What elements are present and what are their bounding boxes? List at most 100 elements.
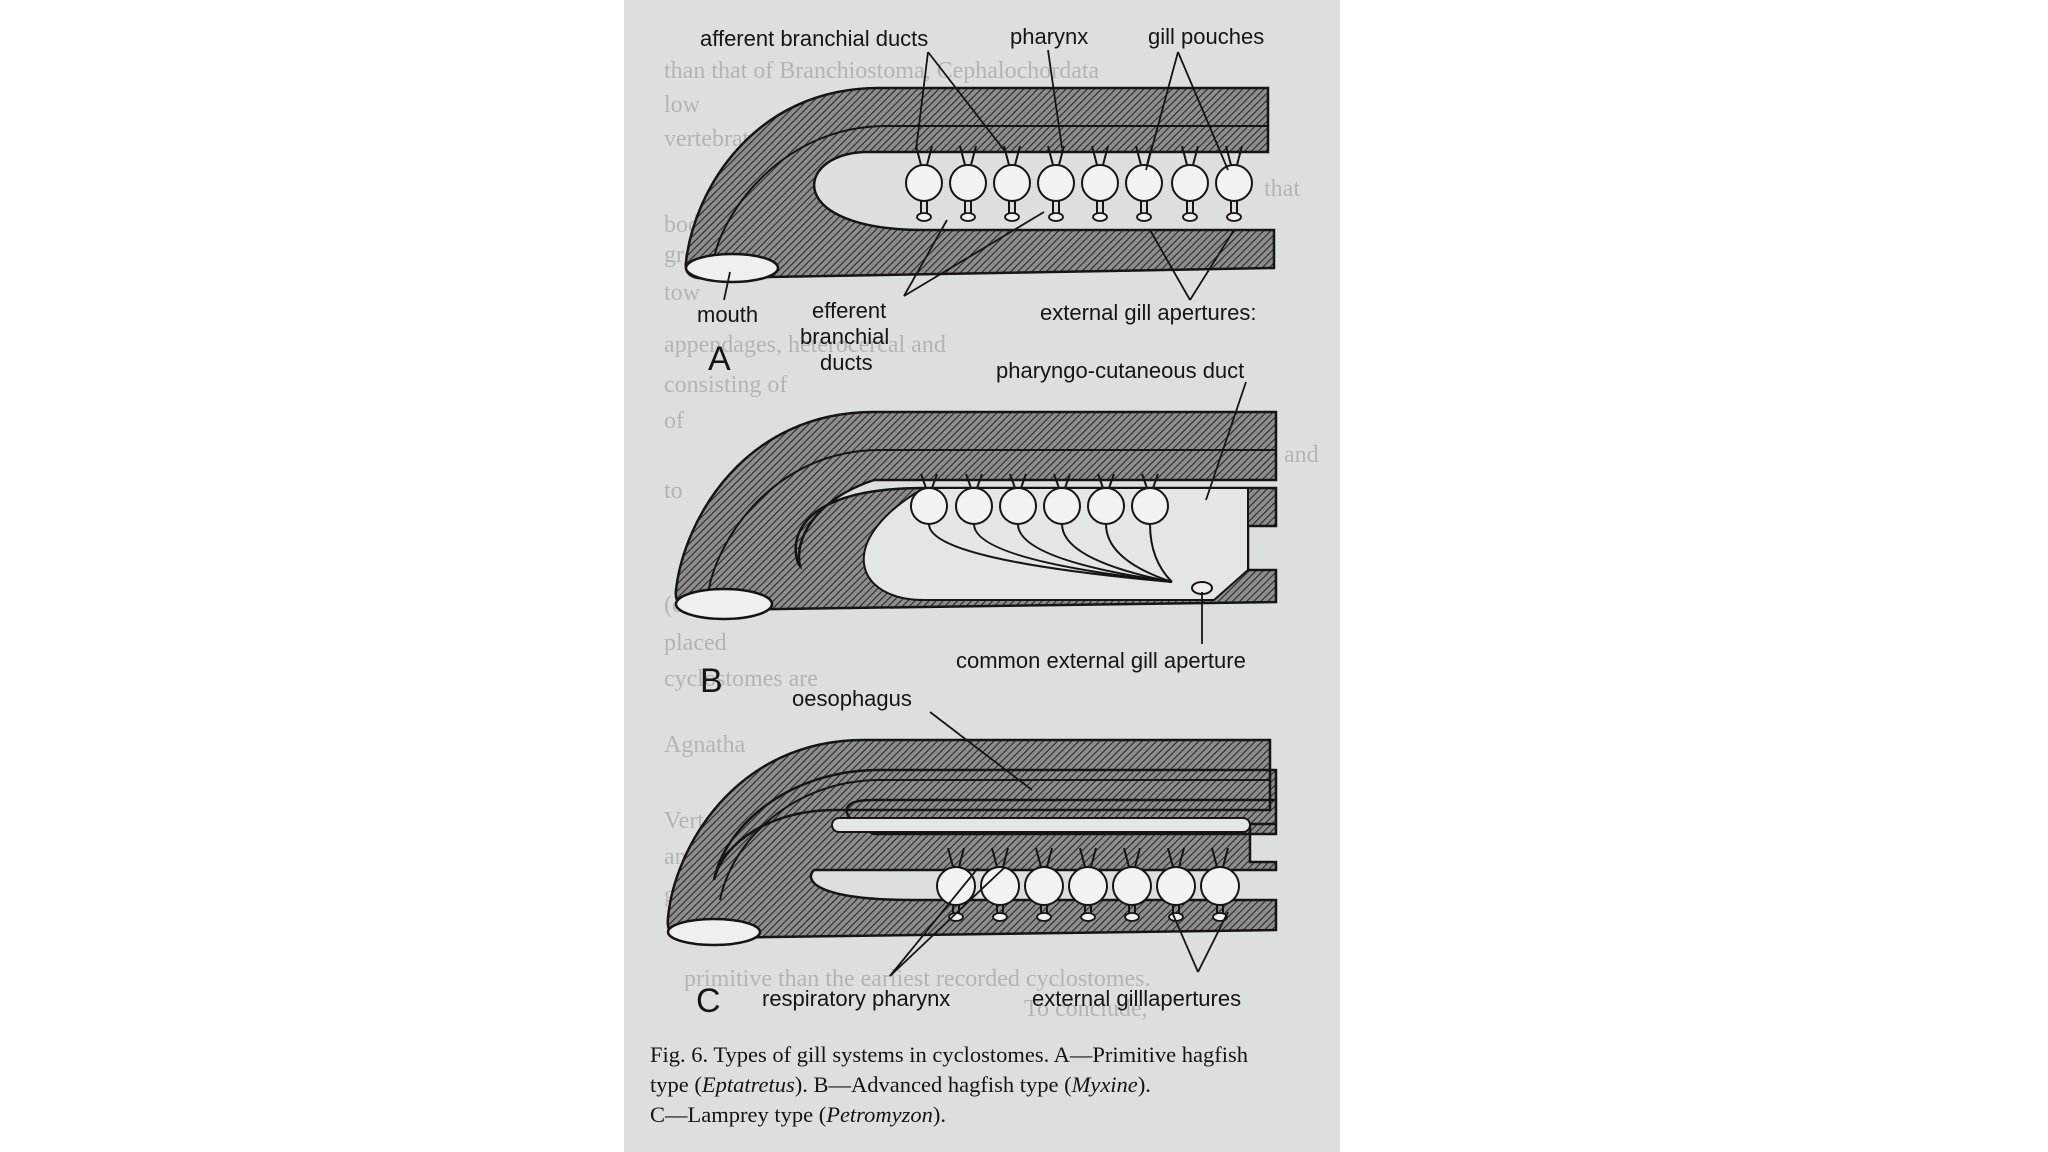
panel-letter-a: A: [708, 340, 731, 378]
bg-line: low: [664, 92, 701, 118]
gill-aperture: [960, 212, 976, 222]
bg-line: to: [664, 478, 683, 504]
bg-line: cyclostomes are: [664, 666, 818, 692]
gill-aperture: [992, 912, 1008, 922]
afferent-duct: [1167, 847, 1185, 868]
gill-pouch: [1068, 847, 1108, 922]
afferent-duct: [991, 847, 1009, 868]
pouch-sac: [949, 164, 987, 202]
afferent-duct: [1003, 145, 1021, 166]
pouch-sac: [1112, 866, 1152, 906]
panel-c-body-wall: [666, 738, 1278, 940]
pouch-sac: [1037, 164, 1075, 202]
label-ducts: ducts: [820, 350, 873, 375]
bg-line: that: [1264, 176, 1300, 202]
gill-pouch: [1112, 847, 1152, 922]
figure-caption: Fig. 6. Types of gill systems in cyclost…: [650, 1040, 1330, 1130]
pouch-sac: [1068, 866, 1108, 906]
caption-text: ).: [1137, 1072, 1151, 1097]
efferent-duct: [1052, 201, 1060, 214]
pouch-sac: [1156, 866, 1196, 906]
label-efferent: efferent: [812, 298, 886, 323]
gill-aperture: [1124, 912, 1140, 922]
pouch-sac: [1200, 866, 1240, 906]
caption-text: ).: [932, 1102, 946, 1127]
book-page: than that of Branchiostoma, Cephalochord…: [624, 0, 1340, 1152]
afferent-duct: [1091, 145, 1109, 166]
panel-c-lamprey: oesophagus respiratory pharynx external …: [666, 686, 1278, 1020]
gill-pouch: [910, 473, 948, 525]
afferent-duct: [1225, 145, 1243, 166]
bg-line: primitive than the earliest recorded cyc…: [684, 966, 1151, 992]
afferent-duct: [1047, 145, 1065, 166]
panel-b-mouth-opening: [674, 587, 774, 621]
efferent-duct: [964, 201, 972, 214]
bg-line: consisting of: [664, 372, 787, 398]
efferent-duct: [920, 201, 928, 214]
gill-pouch: [1125, 145, 1163, 222]
panel-letter-c: C: [696, 982, 721, 1020]
bg-line: than that of Branchiostoma, Cephalochord…: [664, 58, 1100, 84]
afferent-duct: [1079, 847, 1097, 868]
label-external-gill-apertures-a: external gill apertures:: [1040, 300, 1256, 325]
panel-b-advanced-hagfish: pharyngo-cutaneous duct common external …: [674, 358, 1278, 700]
pouch-sac: [1024, 866, 1064, 906]
efferent-duct: [928, 523, 1173, 583]
gill-systems-figure: than that of Branchiostoma, Cephalochord…: [664, 24, 1319, 1022]
gill-pouch: [999, 473, 1037, 525]
gill-pouch: [1171, 145, 1209, 222]
gill-aperture: [1080, 912, 1096, 922]
caption-genus-petromyzon: Petromyzon: [826, 1102, 933, 1127]
gill-pouch: [949, 145, 987, 222]
bg-line: of: [664, 408, 684, 434]
label-pharynx: pharynx: [1010, 24, 1088, 49]
afferent-duct: [1053, 473, 1071, 489]
gill-aperture: [916, 212, 932, 222]
caption-genus-myxine: Myxine: [1071, 1072, 1138, 1097]
pouch-sac: [1215, 164, 1253, 202]
gill-pouch: [1037, 145, 1075, 222]
pouch-sac: [1171, 164, 1209, 202]
caption-line-1: Fig. 6. Types of gill systems in cyclost…: [650, 1042, 1248, 1067]
panel-letter-b: B: [700, 662, 723, 700]
pouch-sac: [1131, 487, 1169, 525]
label-gill-pouches: gill pouches: [1148, 24, 1264, 49]
afferent-duct: [1009, 473, 1027, 489]
panel-c-respiratory-pharynx-tube: [831, 817, 1251, 833]
pouch-sac: [955, 487, 993, 525]
gill-pouch: [936, 847, 976, 922]
afferent-duct: [1123, 847, 1141, 868]
gill-pouch: [993, 145, 1031, 222]
panel-b-leader-lines: [1201, 381, 1247, 644]
afferent-duct: [947, 847, 965, 868]
afferent-duct: [1211, 847, 1229, 868]
bg-line: appendages, heterocercal and: [664, 332, 946, 358]
gill-pouch: [1043, 473, 1081, 525]
gill-pouch: [1024, 847, 1064, 922]
panel-c-mouth-opening: [666, 917, 762, 947]
efferent-duct: [1008, 201, 1016, 214]
gill-pouch: [1087, 473, 1125, 525]
label-pharyngo-cutaneous-duct: pharyngo-cutaneous duct: [996, 358, 1244, 383]
gill-pouch: [1156, 847, 1196, 922]
efferent-duct: [1186, 201, 1194, 214]
label-afferent-branchial-ducts: afferent branchial ducts: [700, 26, 928, 51]
afferent-duct: [959, 145, 977, 166]
afferent-duct: [1097, 473, 1115, 489]
gill-aperture: [1048, 212, 1064, 222]
efferent-duct: [1061, 523, 1173, 583]
bg-line: and: [1284, 442, 1319, 468]
efferent-duct: [973, 523, 1173, 583]
gill-aperture: [1092, 212, 1108, 222]
pouch-sac: [1081, 164, 1119, 202]
panel-a-leader-lines: [723, 49, 1235, 301]
panel-a-inner-lumen: [713, 125, 1268, 259]
panel-b-inner-lumen: [707, 449, 1276, 595]
bg-line: To conclude,: [1024, 996, 1148, 1022]
pouch-sac: [999, 487, 1037, 525]
efferent-duct: [1149, 523, 1173, 583]
gill-pouch: [1215, 145, 1253, 222]
pouch-sac: [993, 164, 1031, 202]
pouch-sac: [1043, 487, 1081, 525]
label-external-gill-apertures-c: external gilllapertures: [1032, 986, 1241, 1011]
